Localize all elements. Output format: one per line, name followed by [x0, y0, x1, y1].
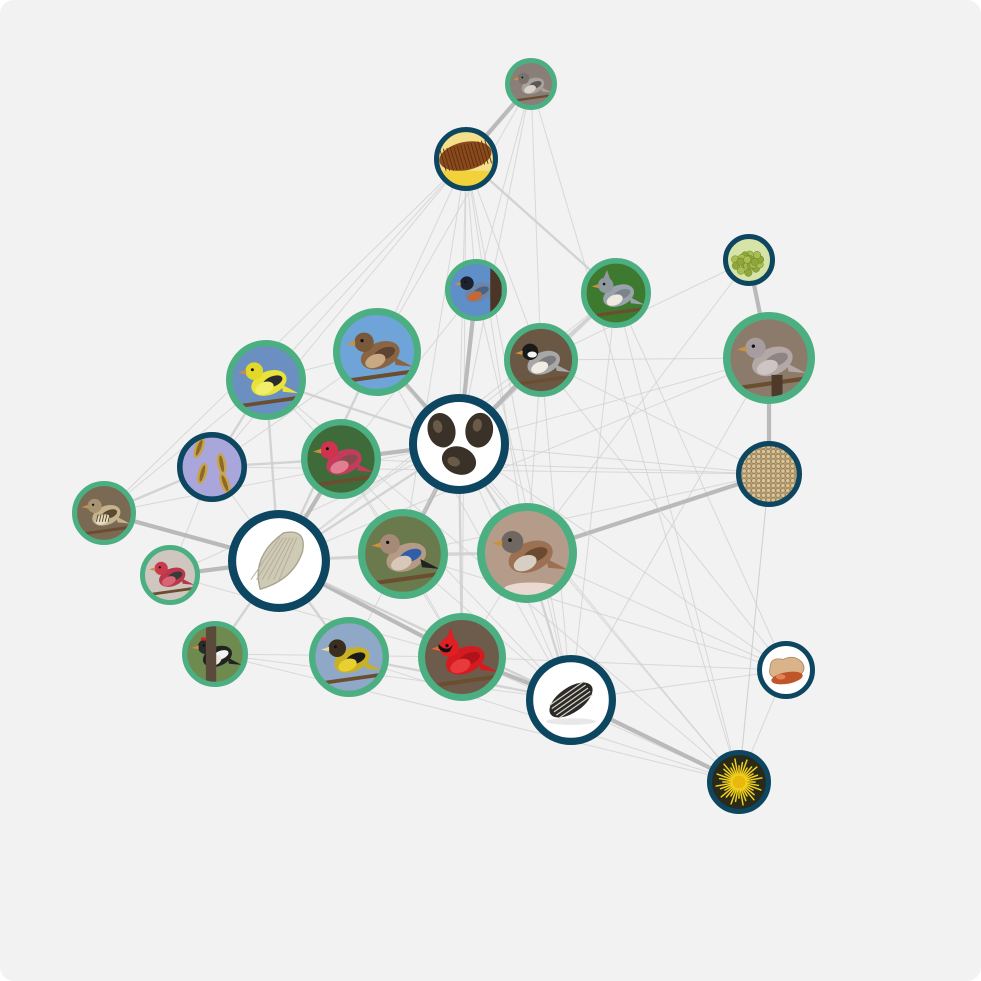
edge-bird-dove--seed-black-oil	[458, 357, 770, 445]
bird-ring	[357, 508, 449, 600]
node-bird-house-sparrow[interactable]	[477, 503, 577, 603]
node-bird-sparrow-striped[interactable]	[71, 480, 137, 546]
edge-bird-pine-grosbeak--bird-cardinal	[169, 574, 463, 658]
edge-bird-chickadee--seed-safflower	[278, 359, 542, 562]
edge-bird-titmouse--seed-nyjer-flower	[615, 292, 740, 783]
node-bird-jay[interactable]	[357, 508, 449, 600]
edge-bird-nuthatch--seed-striped-sunflower	[475, 289, 572, 701]
edge-seed-corn--seed-striped-sunflower	[465, 158, 572, 701]
bird-ring	[723, 312, 815, 404]
edge-seed-millet-pile--bird-jay	[402, 473, 770, 555]
edge-seed-corn--bird-goldfinch	[265, 158, 467, 381]
edge-bird-top-perched--seed-nyjer-flower	[530, 83, 740, 783]
bird-ring	[477, 503, 577, 603]
node-bird-titmouse[interactable]	[580, 257, 652, 329]
seed-ring	[176, 431, 248, 503]
edge-seed-green-cluster--bird-house-sparrow	[526, 259, 750, 554]
node-seed-millet-sprig[interactable]	[176, 431, 248, 503]
edge-bird-woodpecker--seed-nyjer-flower	[214, 653, 740, 783]
edge-bird-cardinal--seed-peanut	[461, 656, 787, 671]
node-bird-cardinal[interactable]	[418, 613, 506, 701]
node-seed-safflower[interactable]	[228, 510, 330, 612]
bird-ring	[580, 257, 652, 329]
edge-seed-black-oil--bird-pine-grosbeak	[169, 443, 460, 576]
node-bird-house-finch-f[interactable]	[333, 308, 421, 396]
edge-bird-woodpecker--seed-striped-sunflower	[214, 653, 572, 701]
bird-ring	[140, 545, 200, 605]
node-bird-nuthatch[interactable]	[445, 259, 507, 321]
edge-seed-corn--bird-sparrow-striped	[103, 158, 467, 514]
edge-seed-corn--bird-jay	[402, 158, 467, 555]
seed-ring	[228, 510, 330, 612]
bird-ring	[226, 340, 306, 420]
edge-bird-top-perched--seed-black-oil	[458, 83, 532, 445]
dove-icon	[726, 315, 812, 401]
node-layer	[71, 58, 815, 815]
edge-bird-house-finch-f--seed-striped-sunflower	[376, 351, 572, 701]
node-seed-peanut[interactable]	[757, 641, 815, 699]
node-seed-black-oil[interactable]	[409, 394, 509, 494]
node-seed-green-cluster[interactable]	[723, 234, 775, 286]
edge-bird-jay--seed-peanut	[402, 553, 787, 671]
bird-ring	[309, 617, 389, 697]
edge-bird-dove--seed-safflower	[278, 357, 770, 562]
seed-ring	[525, 654, 617, 746]
bird-ring	[333, 308, 421, 396]
bird-ring	[71, 480, 137, 546]
seed-ring	[723, 234, 775, 286]
edge-seed-safflower--seed-striped-sunflower	[277, 559, 573, 702]
edge-bird-top-perched--bird-house-finch-f	[376, 83, 532, 353]
edge-seed-millet-pile--seed-black-oil	[458, 443, 770, 475]
node-bird-house-finch-m[interactable]	[301, 419, 381, 499]
edge-bird-titmouse--seed-striped-sunflower	[570, 292, 617, 701]
edge-seed-corn--bird-house-sparrow	[465, 158, 528, 554]
bird-ring	[181, 620, 249, 688]
bird-ring	[418, 613, 506, 701]
bird-ring	[301, 419, 381, 499]
seed-ring	[706, 749, 772, 815]
node-seed-millet-pile[interactable]	[735, 440, 803, 508]
seed-ring	[757, 641, 815, 699]
edge-seed-black-oil--seed-peanut	[458, 443, 787, 671]
node-bird-woodpecker[interactable]	[181, 620, 249, 688]
edge-bird-dove--seed-striped-sunflower	[570, 357, 770, 701]
node-bird-dove[interactable]	[723, 312, 815, 404]
node-bird-top-perched[interactable]	[505, 58, 557, 110]
seed-ring	[735, 440, 803, 508]
node-bird-evening-grosbeak[interactable]	[309, 617, 389, 697]
edge-bird-titmouse--seed-peanut	[615, 292, 787, 671]
edge-seed-millet-pile--bird-chickadee	[540, 359, 770, 475]
node-bird-chickadee[interactable]	[503, 322, 579, 398]
edge-bird-chickadee--seed-peanut	[540, 359, 787, 671]
bird-ring	[445, 259, 507, 321]
node-bird-goldfinch[interactable]	[226, 340, 306, 420]
seed-ring	[409, 394, 509, 494]
bird-ring	[503, 322, 579, 398]
edge-seed-millet-pile--seed-nyjer-flower	[738, 473, 770, 783]
node-bird-pine-grosbeak[interactable]	[140, 545, 200, 605]
node-seed-striped-sunflower[interactable]	[525, 654, 617, 746]
edge-bird-sparrow-striped--seed-black-oil	[103, 443, 460, 514]
node-seed-corn[interactable]	[433, 126, 499, 192]
bird-ring	[505, 58, 557, 110]
node-seed-nyjer-flower[interactable]	[706, 749, 772, 815]
seed-ring	[433, 126, 499, 192]
